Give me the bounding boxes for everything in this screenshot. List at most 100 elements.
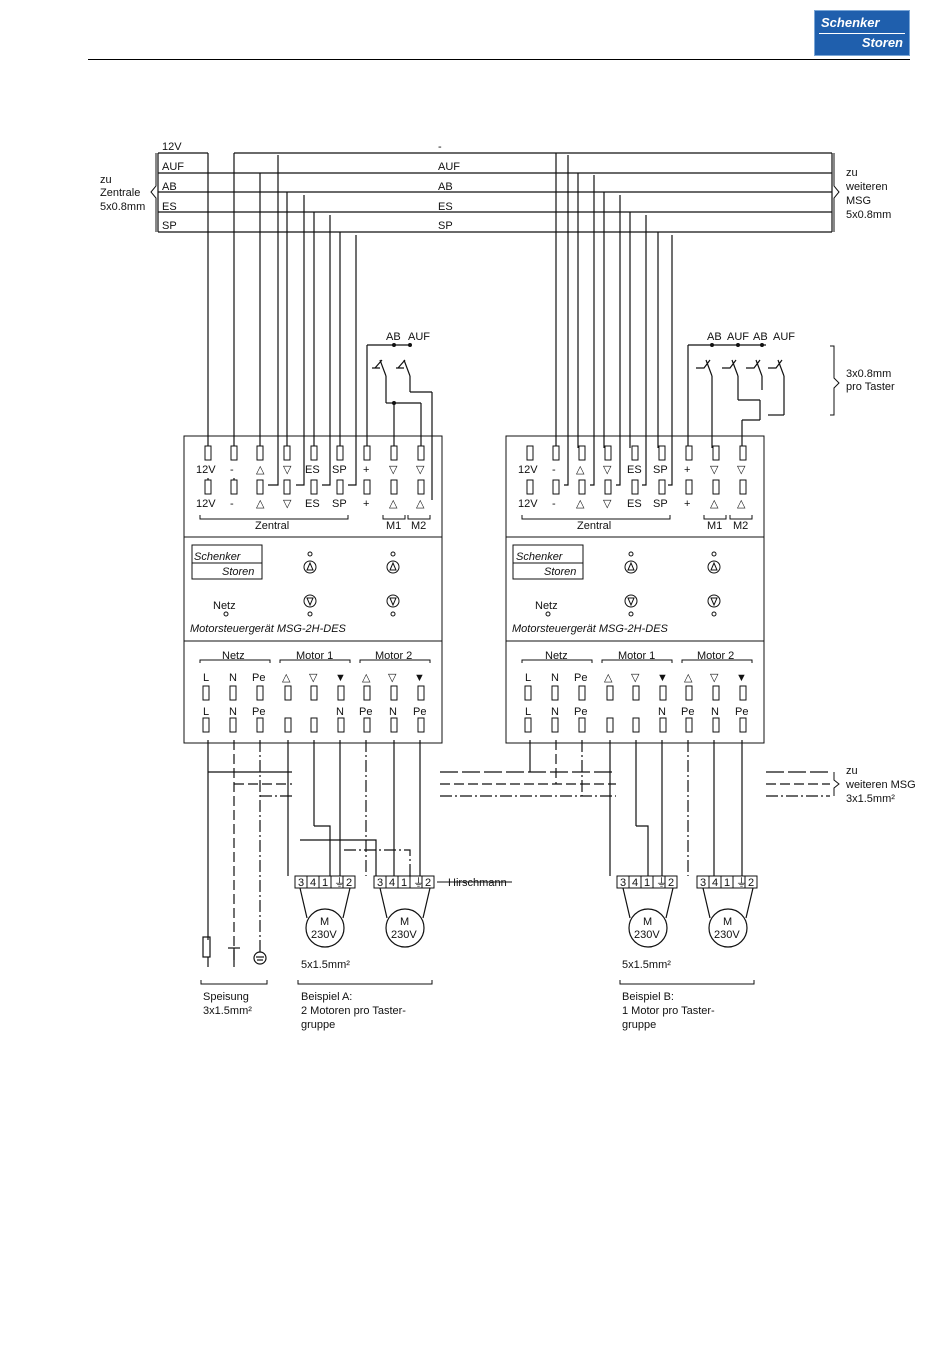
u2-power-terminal-bot-0 (524, 717, 532, 733)
u2-bot-t2: △ (576, 498, 585, 510)
u2-ctrl-terminal-top-0 (526, 445, 534, 461)
unit1-labels: 12V - △ ▽ ES SP + ▽ ▽ 12V - △ ▽ ES SP + … (190, 464, 426, 718)
connector-1-pin-4 (421, 875, 435, 889)
connector-0-pin-4 (342, 875, 356, 889)
connector-3-pin-label-3: ⏚ (736, 876, 747, 889)
u1-bot-t5: SP (332, 498, 347, 510)
u2-ctrl-terminal-top-7 (712, 445, 720, 461)
u1-group-netz: Netz (222, 650, 245, 662)
unit1-switches (366, 344, 433, 500)
bus-right-label-0: zu (846, 167, 858, 179)
u1-ctrl-terminal-top-5 (336, 445, 344, 461)
u2-down-triangle-icon-0 (627, 597, 635, 607)
u1-ptop-0: L (203, 672, 209, 684)
u2-down-button-icon-0 (624, 594, 638, 608)
u2-ctrl-terminal-top-4 (631, 445, 639, 461)
caption-b-0: Beispiel B: (622, 991, 674, 1003)
bus-mid-minus: - (438, 141, 442, 153)
connector-2-pin-label-4: 2 (668, 877, 674, 889)
motor-0-label-v: 230V (311, 929, 337, 941)
connector-1-pin-label-3: ⏚ (413, 876, 424, 889)
u2-power-terminal-top-0 (524, 685, 532, 701)
u2-power-terminal-bot-5 (659, 717, 667, 733)
u1-power-terminal-bot-6 (363, 717, 371, 733)
u2-group-motor2: Motor 2 (697, 650, 734, 662)
bus-right-label: zu weiteren MSG 5x0.8mm (833, 153, 891, 232)
u1-power-terminal-bot-2 (256, 717, 264, 733)
u1-power-terminal-bot-7 (390, 717, 398, 733)
logo-divider (819, 33, 905, 34)
header-rule (88, 59, 910, 60)
u2-up-triangle-icon-0 (627, 561, 635, 571)
connector-2-pin-label-0: 3 (620, 877, 626, 889)
u2-bot-t1: - (552, 498, 556, 510)
caption-speisung-1: 3x1.5mm² (203, 1005, 252, 1017)
u2-ctrl-terminal-bot-1 (552, 479, 560, 495)
bus-wire-ab: AB (162, 181, 177, 193)
u2-led-up-1 (711, 551, 717, 557)
u1-up-button-icon-0 (303, 560, 317, 574)
u2-top-t8: ▽ (737, 464, 746, 476)
u2-power-terminal-top-5 (659, 685, 667, 701)
u1-power-terminal-top-5 (337, 685, 345, 701)
bus-right-label-2: MSG (846, 195, 871, 207)
u1-pbot-7: N (389, 706, 397, 718)
u1-power-terminal-bot-8 (417, 717, 425, 733)
connector-0-pin-label-3: ⏚ (334, 876, 345, 889)
u1-ptop-5: ▼ (335, 672, 346, 684)
u1-bot-t6: + (363, 498, 369, 510)
u2-bot-t8: △ (737, 498, 746, 510)
u2-up-button-icon-1 (707, 560, 721, 574)
u1-led-up-0 (307, 551, 313, 557)
u1-ctrl-terminal-bot-0 (204, 479, 212, 495)
u2-model: Motorsteuergerät MSG-2H-DES (512, 623, 669, 635)
u2-group-motor1: Motor 1 (618, 650, 655, 662)
caption-a-0: Beispiel A: (301, 991, 352, 1003)
bus-mid-es: ES (438, 201, 453, 213)
u1-pbot-2: Pe (252, 706, 265, 718)
u1-bot-t8: △ (416, 498, 425, 510)
switch-cable-label: 3x0.8mm pro Taster (830, 345, 895, 416)
u1-power-terminal-bot-5 (337, 717, 345, 733)
caption-brackets (200, 980, 755, 985)
logo-line1: Schenker (821, 15, 880, 30)
u1-netz: Netz (213, 600, 236, 612)
u1-ctrl-terminal-bot-3 (283, 479, 291, 495)
u2-pbot-1: N (551, 706, 559, 718)
motor-0-label-m: M (320, 916, 329, 928)
u1-bot-t0: 12V (196, 498, 216, 510)
u1-top-t5: SP (332, 464, 347, 476)
bus-wire-auf: AUF (162, 161, 184, 173)
u2-brand-1: Schenker (516, 551, 564, 563)
power-bus-label: zu weiteren MSG 3x1.5mm² (845, 765, 916, 805)
u1-power-terminal-bot-1 (229, 717, 237, 733)
u1-group-m2: M2 (411, 520, 426, 532)
connector-1-pin-label-1: 4 (389, 877, 395, 889)
u1-power-terminal-top-2 (256, 685, 264, 701)
u2-ptop-6: △ (684, 672, 693, 684)
unit2-switches (687, 344, 785, 448)
unit2-switch-label-auf2: AUF (773, 331, 795, 343)
u1-ctrl-terminal-bot-8 (417, 479, 425, 495)
u1-ctrl-terminal-bot-4 (310, 479, 318, 495)
u2-ctrl-terminal-top-1 (552, 445, 560, 461)
u2-up-button-icon-0 (624, 560, 638, 574)
motor-3-leads (702, 887, 754, 919)
bus-wire-es: ES (162, 201, 177, 213)
unit2-labels: 12V - △ ▽ ES SP + ▽ ▽ 12V - △ ▽ ES SP + … (512, 464, 748, 718)
unit2-switch-label-ab2: AB (753, 331, 768, 343)
u2-top-t3: ▽ (603, 464, 612, 476)
u1-bot-t3: ▽ (283, 498, 292, 510)
u2-brand-2: Storen (544, 566, 576, 578)
u1-ctrl-terminal-top-1 (230, 445, 238, 461)
u2-group-netz: Netz (545, 650, 568, 662)
unit2-switch-label-ab1: AB (707, 331, 722, 343)
u2-ctrl-terminal-bot-5 (658, 479, 666, 495)
u2-ptop-1: N (551, 672, 559, 684)
u2-ctrl-terminal-bot-2 (578, 479, 586, 495)
u2-down-button-icon-1 (707, 594, 721, 608)
u1-group-motor2: Motor 2 (375, 650, 412, 662)
u2-netz: Netz (535, 600, 558, 612)
u1-pbot-5: N (336, 706, 344, 718)
